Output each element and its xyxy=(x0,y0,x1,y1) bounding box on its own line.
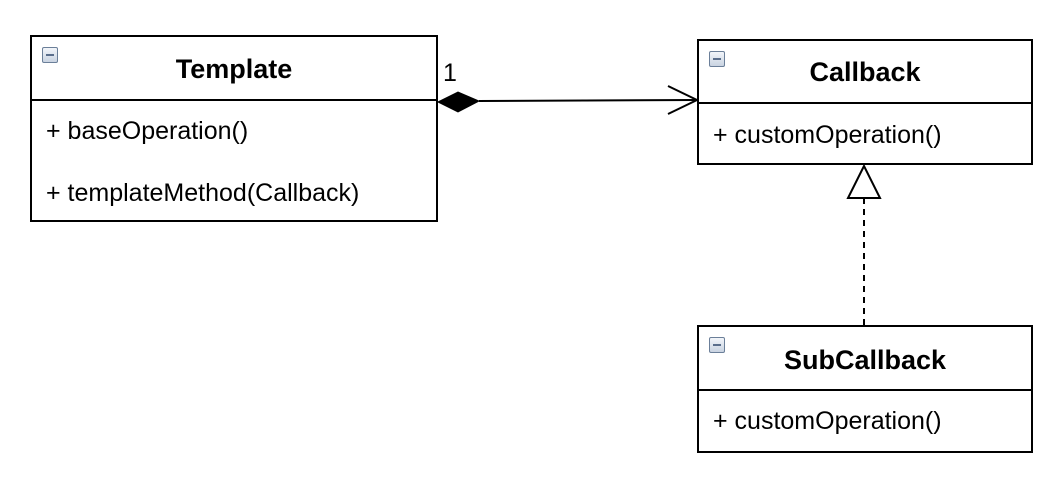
callback-class[interactable]: Callback + customOperation() xyxy=(697,39,1033,165)
composition-diamond xyxy=(436,91,481,113)
subcallback-class[interactable]: SubCallback + customOperation() xyxy=(697,325,1033,453)
collapse-icon[interactable] xyxy=(709,337,725,353)
subcallback-member-custom-operation: + customOperation() xyxy=(713,407,942,435)
template-member-base-operation: + baseOperation() xyxy=(46,117,249,145)
template-class[interactable]: Template + baseOperation() + templateMet… xyxy=(30,35,438,222)
template-member-template-method: + templateMethod(Callback) xyxy=(46,179,360,207)
callback-class-header: Callback xyxy=(699,41,1031,104)
callback-member-custom-operation: + customOperation() xyxy=(713,121,942,149)
composition-multiplicity: 1 xyxy=(443,59,457,87)
callback-class-name: Callback xyxy=(809,57,921,87)
template-class-name: Template xyxy=(175,54,293,84)
collapse-icon[interactable] xyxy=(709,51,725,67)
subcallback-class-name: SubCallback xyxy=(783,345,947,375)
subcallback-class-header: SubCallback xyxy=(699,327,1031,391)
collapse-icon[interactable] xyxy=(42,47,58,63)
realization-triangle xyxy=(846,163,882,199)
template-class-header: Template xyxy=(32,37,436,101)
composition-line xyxy=(478,99,698,102)
